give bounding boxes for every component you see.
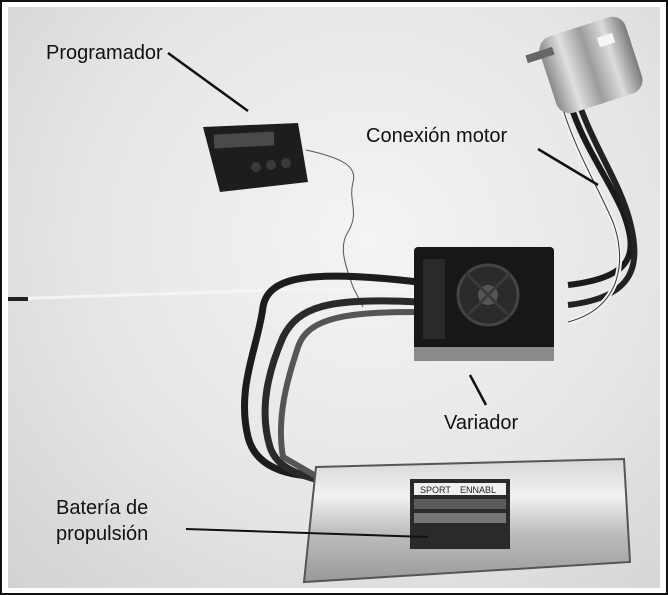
motor-cable-1 — [565, 96, 634, 288]
battery-pack: SPORT ENNABL — [302, 457, 632, 584]
battery-label-line-1: Batería de — [56, 497, 149, 519]
photo-scene: SPORT ENNABL — [8, 16, 643, 584]
programmer-label: Programador — [46, 42, 163, 64]
esc-setup-photo: SPORT ENNABL Programador Conexión motor … — [8, 7, 660, 588]
battery-model-text: ENNABL — [460, 485, 496, 495]
motor-connection-label: Conexión motor — [366, 125, 508, 147]
programmer-device — [203, 123, 308, 192]
brushless-motor — [525, 16, 643, 114]
loop-cable-1 — [241, 272, 419, 481]
battery-label-line-2: propulsión — [56, 523, 149, 545]
leader-line-controller — [468, 374, 488, 406]
programmer-cable — [305, 148, 365, 308]
leader-line-programmer — [167, 51, 249, 113]
loop-cable-3 — [277, 309, 419, 492]
battery-label: Batería de propulsión — [56, 495, 148, 547]
loop-cable-2 — [261, 297, 419, 489]
leader-line-battery — [185, 528, 429, 538]
white-lead-cable — [8, 287, 409, 301]
speed-controller — [414, 247, 554, 361]
leader-line-motor — [537, 147, 599, 187]
battery-brand-text: SPORT — [420, 485, 451, 495]
speed-controller-label: Variador — [444, 412, 519, 434]
